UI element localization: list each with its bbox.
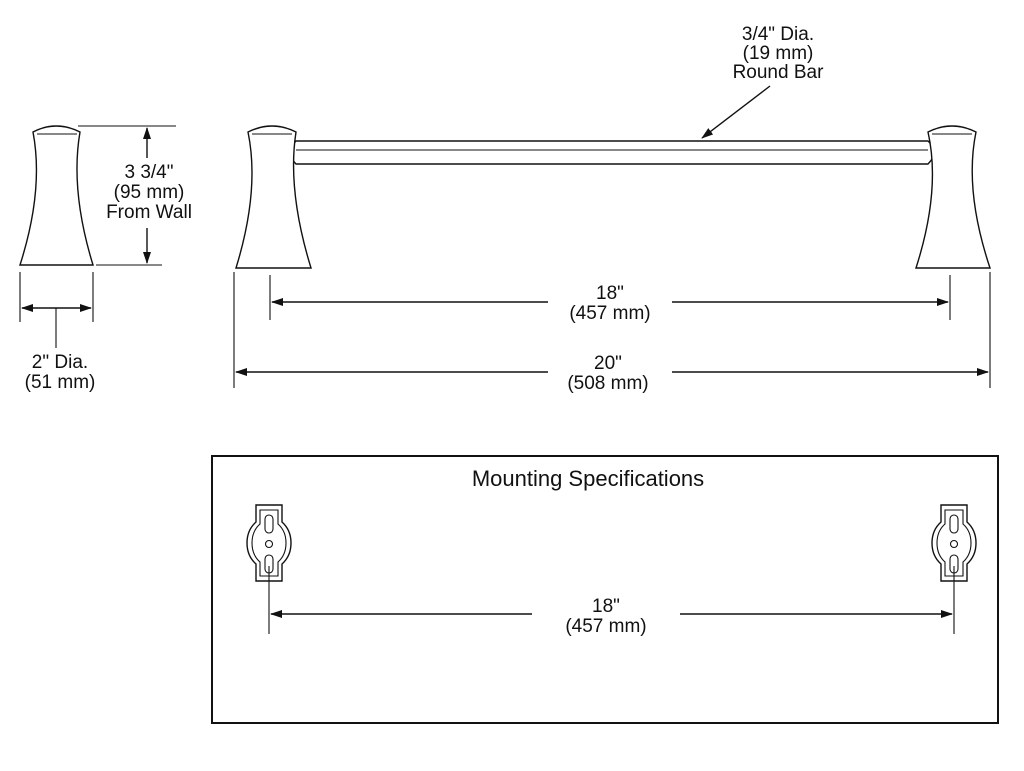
overall-length-label-line1: 20" (594, 353, 622, 374)
projection-label-line3: From Wall (106, 202, 192, 223)
front-view: 3/4" Dia. (19 mm) Round Bar 18" (457 mm)… (233, 24, 991, 394)
right-mounting-bracket-icon (931, 504, 977, 634)
round-bar (289, 140, 935, 165)
bar-label-line1: 3/4" Dia. (742, 24, 814, 45)
left-post (235, 125, 312, 269)
projection-label-line2: (95 mm) (114, 182, 185, 203)
side-view-post (19, 125, 94, 266)
post-diameter-label-line2: (51 mm) (25, 372, 96, 393)
bar-leader-arrow (701, 85, 771, 139)
mounting-specifications-panel: Mounting Specifications 18" (457 mm) (211, 455, 999, 724)
side-view: 3 3/4" (95 mm) From Wall 2" Dia. (51 mm) (19, 125, 192, 393)
post-diameter-label-line1: 2" Dia. (32, 352, 88, 373)
inner-span-label-line2: (457 mm) (569, 303, 650, 324)
projection-label-line1: 3 3/4" (124, 162, 173, 183)
right-post (915, 125, 991, 269)
bar-label-line2: (19 mm) (743, 43, 814, 64)
left-mounting-bracket-icon (246, 504, 292, 634)
mounting-frame (211, 455, 999, 724)
overall-length-label-line2: (508 mm) (567, 373, 648, 394)
mounting-title: Mounting Specifications (472, 466, 704, 491)
mounting-span-label-line1: 18" (592, 596, 620, 617)
inner-span-label-line1: 18" (596, 283, 624, 304)
mounting-span-label-line2: (457 mm) (565, 616, 646, 637)
bar-label-line3: Round Bar (733, 62, 825, 83)
